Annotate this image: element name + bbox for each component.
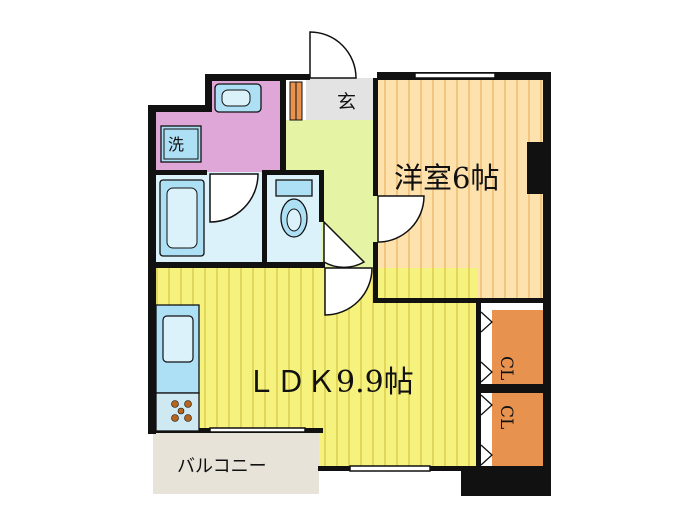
- window-top: [414, 72, 496, 79]
- stove-icon: [171, 400, 192, 422]
- ldk-label: ＬＤＫ9.9帖: [246, 365, 414, 400]
- wall-closet-divider: [476, 384, 546, 393]
- wall-bath-right: [262, 170, 267, 267]
- closet-lower: [492, 393, 544, 468]
- windows: [209, 72, 496, 472]
- closet-upper-label: CL: [496, 356, 516, 380]
- wall-western-left-top: [373, 78, 378, 196]
- wall-right: [543, 72, 551, 472]
- closet-door-upper: [480, 311, 493, 383]
- balcony: [153, 432, 319, 494]
- western-room-label: 洋室6帖: [394, 161, 499, 195]
- washbasin-icon: [214, 83, 262, 113]
- door-swing-icon: [377, 195, 425, 243]
- western-room: [377, 78, 545, 300]
- washer-label: 洗: [168, 135, 184, 154]
- wall-entrance-left: [286, 74, 310, 80]
- wall-left-upper: [148, 105, 156, 265]
- wall-wash-corner: [205, 74, 212, 112]
- ldk-lower-extension: [318, 430, 476, 470]
- ldk-upper-extension: [377, 300, 477, 310]
- window-bottom: [349, 465, 431, 472]
- wall-bottom-right: [461, 466, 551, 496]
- bathtub-icon: [159, 179, 205, 257]
- door-swings: [209, 31, 425, 316]
- wall-top-wash2: [205, 74, 285, 81]
- wall-top-wash: [148, 105, 210, 112]
- toilet-icon: [275, 179, 313, 238]
- shoe-rack-icon: [289, 81, 303, 121]
- kitchen-sink-icon: [162, 315, 194, 363]
- door-swing-icon: [209, 173, 259, 223]
- closet-doors: [480, 311, 493, 466]
- door-swing-icon: [309, 31, 357, 79]
- wall-toilet-top: [262, 170, 324, 175]
- wall-wash-bath: [155, 170, 207, 175]
- wall-left-lower: [148, 262, 156, 434]
- wall-hall-bottom: [155, 262, 325, 268]
- closet-lower-label: CL: [496, 405, 516, 429]
- window-balcony: [209, 427, 306, 433]
- entrance-label: 玄: [337, 91, 356, 113]
- closet-door-lower: [480, 394, 493, 466]
- closet-upper: [492, 310, 544, 385]
- wall-western-bottom: [373, 298, 547, 303]
- wall-right-pillar: [527, 142, 545, 194]
- wall-western-left-bottom: [373, 242, 378, 302]
- wall-wash-right: [280, 74, 286, 172]
- balcony-label: バルコニー: [177, 456, 267, 477]
- entrance: [306, 78, 377, 120]
- wall-toilet-right: [319, 172, 324, 222]
- washer-icon: [160, 125, 202, 163]
- door-swing-icon: [324, 267, 373, 316]
